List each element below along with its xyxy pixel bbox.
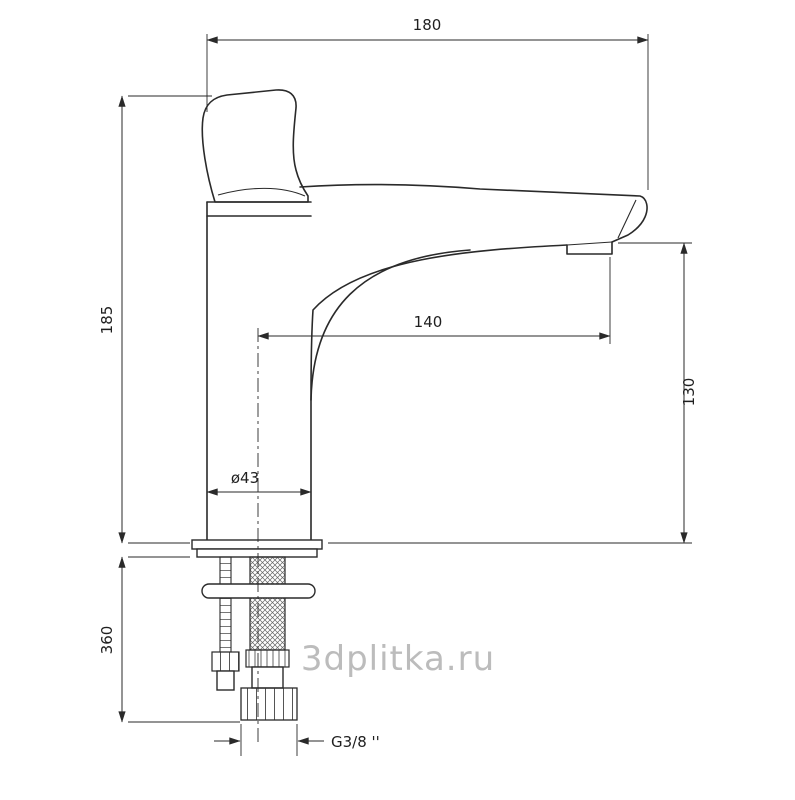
dimension-180: 180 [206,16,649,190]
dimension-140: 140 [257,257,611,344]
dim-thread-label: G3/8 '' [331,733,380,751]
dim-180-label: 180 [413,16,442,34]
dim-360-label: 360 [98,626,116,655]
mounting-hardware [201,556,316,721]
dim-130-label: 130 [680,378,698,407]
faucet-base [191,539,323,558]
hose-ferrule [245,649,290,668]
dim-185-label: 185 [98,306,116,335]
dim-diameter-label: ø43 [231,469,259,487]
hose-neck [251,666,284,689]
dimension-185: 185 [98,95,212,544]
mounting-washer [201,583,316,599]
stud-nut [211,651,240,672]
faucet-outline [191,89,648,558]
faucet-spout [206,183,648,541]
dimension-130: 130 [328,242,698,544]
dimension-diameter-43: ø43 [206,469,312,496]
watermark-text: 3dplitka.ru [301,639,495,679]
mounting-stud [219,556,232,653]
dimension-360: 360 [98,556,240,723]
dimension-thread-g38: G3/8 '' [214,724,380,756]
faucet-handle [201,89,309,203]
connection-nut [240,687,298,721]
stud-nut-lower [216,670,235,691]
faucet-cap [206,201,312,217]
supply-hose [249,556,286,651]
dim-140-label: 140 [414,313,443,331]
